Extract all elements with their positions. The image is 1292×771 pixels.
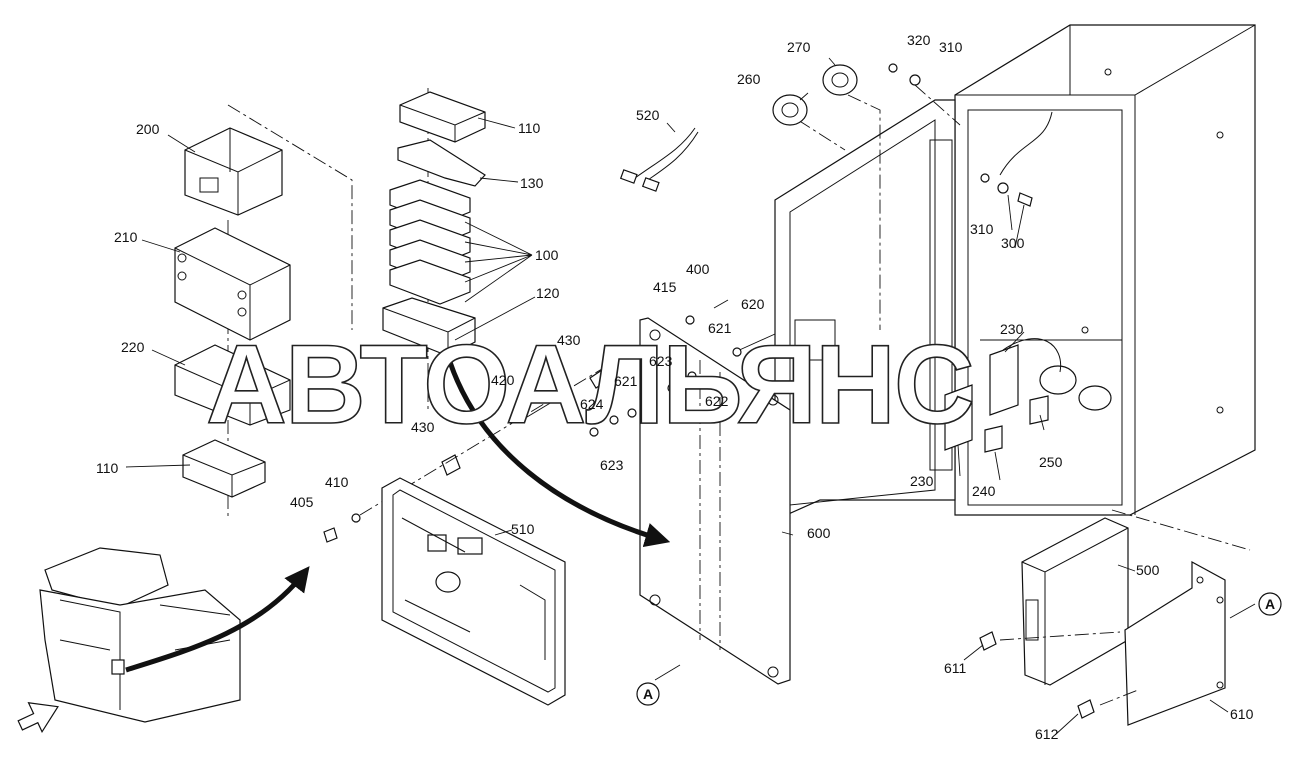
label-410: 410 bbox=[325, 474, 349, 490]
module-500 bbox=[1021, 509, 1251, 686]
label-110-lower: 110 bbox=[96, 460, 119, 476]
label-430-lower: 430 bbox=[411, 419, 435, 435]
label-624: 624 bbox=[580, 396, 604, 412]
label-130: 130 bbox=[520, 175, 544, 191]
machine-thumbnail bbox=[17, 547, 241, 734]
part-labels: 200 210 220 110 110 130 100 120 520 400 … bbox=[96, 32, 1254, 742]
label-260: 260 bbox=[737, 71, 761, 87]
svg-text:A: A bbox=[643, 686, 653, 702]
label-420: 420 bbox=[491, 372, 515, 388]
fasteners bbox=[323, 299, 776, 543]
leader-lines bbox=[125, 57, 1256, 736]
label-405: 405 bbox=[290, 494, 314, 510]
label-250: 250 bbox=[1039, 454, 1063, 470]
label-220: 220 bbox=[121, 339, 145, 355]
label-210: 210 bbox=[114, 229, 138, 245]
circuit-board-510 bbox=[381, 477, 566, 706]
left-component-stack bbox=[174, 104, 353, 520]
label-415: 415 bbox=[653, 279, 677, 295]
flow-arrow-center bbox=[447, 361, 671, 548]
ref-marker-a-right: A bbox=[1258, 592, 1282, 616]
label-510: 510 bbox=[511, 521, 535, 537]
grommets-and-screws bbox=[772, 63, 1033, 330]
label-230-lower: 230 bbox=[910, 473, 934, 489]
label-120: 120 bbox=[536, 285, 560, 301]
label-240: 240 bbox=[972, 483, 996, 499]
label-200: 200 bbox=[136, 121, 160, 137]
label-520: 520 bbox=[636, 107, 660, 123]
label-620: 620 bbox=[741, 296, 765, 312]
label-300: 300 bbox=[1001, 235, 1025, 251]
plate-610 bbox=[979, 560, 1226, 726]
flow-arrow-lower bbox=[125, 566, 310, 673]
control-cabinet bbox=[774, 24, 1256, 521]
label-621-upper: 621 bbox=[708, 320, 732, 336]
label-611: 611 bbox=[944, 660, 967, 676]
label-610: 610 bbox=[1230, 706, 1254, 722]
label-621-lower: 621 bbox=[614, 373, 638, 389]
label-623-lower: 623 bbox=[600, 457, 624, 473]
terminal-block-stack bbox=[382, 88, 486, 410]
label-600: 600 bbox=[807, 525, 831, 541]
svg-text:A: A bbox=[1265, 596, 1275, 612]
mounting-plate-600 bbox=[639, 317, 791, 685]
label-500: 500 bbox=[1136, 562, 1160, 578]
label-612: 612 bbox=[1035, 726, 1059, 742]
label-110-upper: 110 bbox=[518, 120, 541, 136]
label-622: 622 bbox=[705, 393, 729, 409]
label-230-upper: 230 bbox=[1000, 321, 1024, 337]
label-430-upper: 430 bbox=[557, 332, 581, 348]
label-320: 320 bbox=[907, 32, 931, 48]
watermark: АВТОАЛЬЯНС bbox=[206, 322, 973, 447]
terminal-blocks-100 bbox=[389, 179, 471, 305]
label-270: 270 bbox=[787, 39, 811, 55]
label-623-upper: 623 bbox=[649, 353, 673, 369]
label-310-lower: 310 bbox=[970, 221, 994, 237]
ref-marker-a-left: A bbox=[636, 682, 660, 706]
label-310-upper: 310 bbox=[939, 39, 963, 55]
brackets-230 bbox=[944, 338, 1062, 453]
label-100: 100 bbox=[535, 247, 559, 263]
label-400: 400 bbox=[686, 261, 710, 277]
cable-520 bbox=[619, 127, 699, 192]
